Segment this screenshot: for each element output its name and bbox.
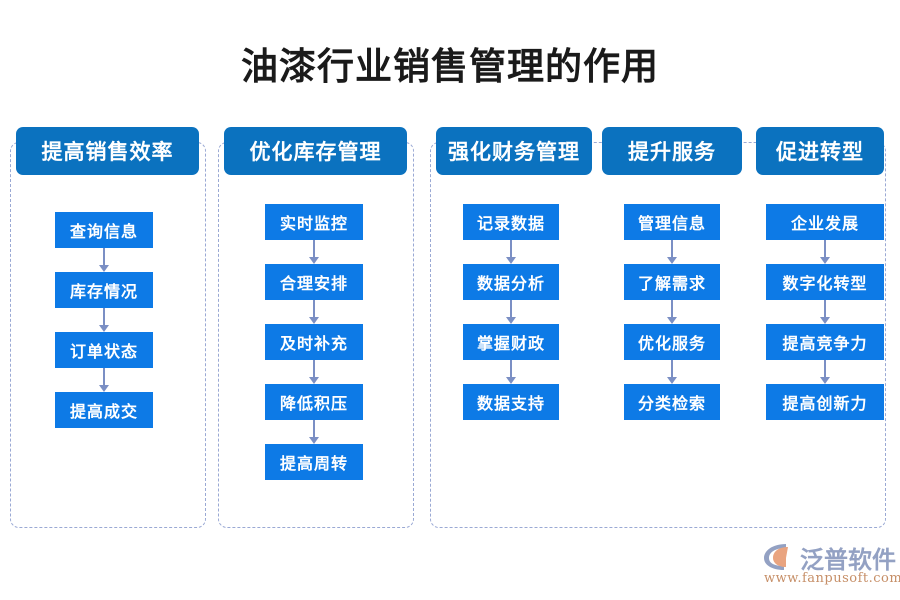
arrow-head: [309, 377, 319, 384]
node-c1-1[interactable]: 查询信息: [55, 212, 153, 248]
arrow-shaft: [510, 300, 512, 318]
connector-arrow-c4-3: [665, 360, 679, 384]
page-title: 油漆行业销售管理的作用: [241, 44, 659, 88]
column-header-1[interactable]: 提高销售效率: [16, 127, 199, 175]
connector-arrow-c4-2: [665, 300, 679, 324]
node-c3-1[interactable]: 记录数据: [463, 204, 559, 240]
connector-arrow-c3-3: [504, 360, 518, 384]
node-c1-3[interactable]: 订单状态: [55, 332, 153, 368]
arrow-shaft: [671, 360, 673, 378]
node-c4-4[interactable]: 分类检索: [624, 384, 720, 420]
arrow-head: [820, 317, 830, 324]
arrow-shaft: [824, 300, 826, 318]
connector-arrow-c3-2: [504, 300, 518, 324]
node-c3-4[interactable]: 数据支持: [463, 384, 559, 420]
node-c3-3[interactable]: 掌握财政: [463, 324, 559, 360]
arrow-head: [667, 377, 677, 384]
arrow-head: [506, 377, 516, 384]
connector-arrow-c2-3: [307, 360, 321, 384]
connector-arrow-c1-1: [97, 248, 111, 272]
node-c5-1[interactable]: 企业发展: [766, 204, 884, 240]
column-header-5[interactable]: 促进转型: [756, 127, 884, 175]
connector-arrow-c3-1: [504, 240, 518, 264]
arrow-head: [506, 317, 516, 324]
arrow-head: [309, 437, 319, 444]
node-c4-2[interactable]: 了解需求: [624, 264, 720, 300]
node-c2-2[interactable]: 合理安排: [265, 264, 363, 300]
arrow-shaft: [510, 240, 512, 258]
arrow-shaft: [824, 360, 826, 378]
node-c2-3[interactable]: 及时补充: [265, 324, 363, 360]
arrow-shaft: [103, 308, 105, 326]
node-c5-3[interactable]: 提高竞争力: [766, 324, 884, 360]
connector-arrow-c5-3: [818, 360, 832, 384]
arrow-head: [667, 317, 677, 324]
connector-arrow-c4-1: [665, 240, 679, 264]
connector-arrow-c1-3: [97, 368, 111, 392]
node-c1-2[interactable]: 库存情况: [55, 272, 153, 308]
node-c5-2[interactable]: 数字化转型: [766, 264, 884, 300]
connector-arrow-c1-2: [97, 308, 111, 332]
column-header-2[interactable]: 优化库存管理: [224, 127, 407, 175]
node-c3-2[interactable]: 数据分析: [463, 264, 559, 300]
column-header-3[interactable]: 强化财务管理: [436, 127, 592, 175]
node-c1-4[interactable]: 提高成交: [55, 392, 153, 428]
arrow-head: [99, 265, 109, 272]
arrow-shaft: [313, 420, 315, 438]
connector-arrow-c5-2: [818, 300, 832, 324]
arrow-shaft: [671, 300, 673, 318]
brand-name: 泛普软件: [800, 545, 896, 574]
node-c2-4[interactable]: 降低积压: [265, 384, 363, 420]
arrow-head: [506, 257, 516, 264]
arrow-shaft: [103, 248, 105, 266]
arrow-head: [99, 385, 109, 392]
node-c5-4[interactable]: 提高创新力: [766, 384, 884, 420]
node-c4-1[interactable]: 管理信息: [624, 204, 720, 240]
arrow-head: [820, 257, 830, 264]
node-c4-3[interactable]: 优化服务: [624, 324, 720, 360]
arrow-head: [99, 325, 109, 332]
arrow-head: [667, 257, 677, 264]
arrow-head: [309, 257, 319, 264]
connector-arrow-c2-4: [307, 420, 321, 444]
column-header-4[interactable]: 提升服务: [602, 127, 742, 175]
arrow-head: [309, 317, 319, 324]
arrow-shaft: [313, 240, 315, 258]
fanpu-c-mark-icon: [762, 542, 796, 572]
arrow-shaft: [510, 360, 512, 378]
node-c2-5[interactable]: 提高周转: [265, 444, 363, 480]
node-c2-1[interactable]: 实时监控: [265, 204, 363, 240]
arrow-head: [820, 377, 830, 384]
arrow-shaft: [824, 240, 826, 258]
brand-url: www.fanpusoft.com: [764, 571, 900, 586]
arrow-shaft: [313, 360, 315, 378]
connector-arrow-c2-2: [307, 300, 321, 324]
arrow-shaft: [103, 368, 105, 386]
arrow-shaft: [671, 240, 673, 258]
connector-arrow-c2-1: [307, 240, 321, 264]
connector-arrow-c5-1: [818, 240, 832, 264]
brand-logo: 泛普软件 www.fanpusoft.com: [758, 540, 900, 592]
arrow-shaft: [313, 300, 315, 318]
